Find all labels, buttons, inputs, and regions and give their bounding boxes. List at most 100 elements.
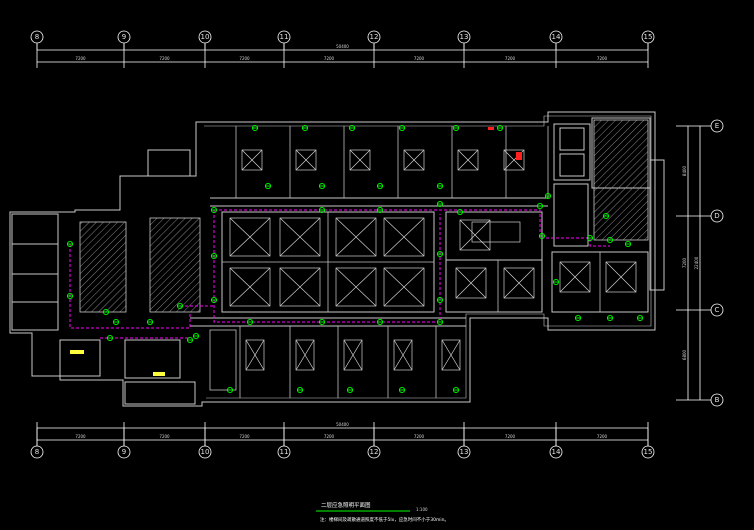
grid-column-label: 14: [552, 448, 561, 456]
service-room: [553, 183, 589, 247]
grid-column-label: 14: [552, 33, 561, 41]
light-panel-diagonal: [335, 217, 377, 257]
light-panel-diagonal: [457, 149, 479, 171]
grid-column-label: 9: [122, 448, 126, 456]
bottom-dim-total-label: 50400: [336, 422, 349, 427]
light-panel-diagonal: [343, 339, 363, 371]
light-panel: [295, 149, 317, 171]
bottom-dim-segment-label: 7200: [239, 434, 250, 439]
light-panel: [503, 267, 535, 299]
grid-row-label: E: [715, 122, 719, 130]
light-panel: [229, 217, 271, 257]
grid-column-label: 11: [280, 33, 289, 41]
light-panel: [335, 267, 377, 307]
light-panel-diagonal: [503, 267, 535, 299]
bottom-dim-segment-label: 7200: [159, 434, 170, 439]
light-panel-diagonal: [383, 217, 425, 257]
emergency-fixtures: [66, 124, 644, 394]
light-panel: [383, 267, 425, 307]
light-panel-diagonal: [279, 217, 321, 257]
bottom-dim-segment-label: 7200: [597, 434, 608, 439]
room-tag-1: [70, 350, 84, 354]
elevator-2: [559, 153, 585, 177]
light-panel: [383, 217, 425, 257]
light-panel: [245, 339, 265, 371]
grid-column-label: 13: [460, 448, 469, 456]
circuit-loop-conference: [213, 210, 441, 323]
light-panel-diagonal: [605, 261, 637, 293]
meeting-table: [471, 221, 521, 243]
grid-row-label: C: [715, 306, 720, 314]
emergency-circuit: [69, 209, 610, 339]
right-dim-total-label: 22400: [694, 256, 699, 269]
left-wing-room-4: [11, 301, 59, 331]
light-panel-diagonal: [441, 339, 461, 371]
light-panel-diagonal: [229, 267, 271, 307]
light-panel-diagonal: [241, 149, 263, 171]
light-panel: [459, 219, 491, 251]
light-panel: [349, 149, 371, 171]
grid-column-label: 10: [201, 448, 210, 456]
light-panel-diagonal: [393, 339, 413, 371]
circuit-upper-run: [214, 209, 610, 247]
hatch-shaft-left-2: [149, 217, 201, 313]
top-dim-total-label: 50400: [336, 44, 349, 49]
grid-column-label: 12: [370, 448, 379, 456]
drawing-scale: 1:100: [416, 507, 428, 512]
drawing-title: 二层应急照明平面图: [321, 501, 371, 509]
light-panel-diagonal: [383, 267, 425, 307]
drawing-note: 注：楼梯间及疏散通道照度不低于5lx，应急时间不小于30min。: [320, 516, 449, 523]
light-panel: [393, 339, 413, 371]
bottom-dim-segment-label: 7200: [505, 434, 516, 439]
light-panel-diagonal: [335, 267, 377, 307]
light-panel-diagonal: [459, 219, 491, 251]
light-panel: [441, 339, 461, 371]
grid-column-label: 8: [35, 448, 39, 456]
top-dim-segment-label: 7200: [324, 56, 335, 61]
lower-left-room: [209, 329, 237, 391]
hatched-areas: [79, 119, 649, 313]
bottom-dim-segment-label: 7200: [414, 434, 425, 439]
light-panel: [229, 267, 271, 307]
top-dim-segment-label: 7200: [159, 56, 170, 61]
grid-column-label: 15: [644, 448, 653, 456]
room-tag-2: [153, 372, 165, 376]
light-panel-diagonal: [559, 261, 591, 293]
left-lower-room-2: [124, 381, 196, 405]
light-panel-diagonal: [455, 267, 487, 299]
light-panel-diagonal: [295, 339, 315, 371]
alarm-device: [488, 127, 522, 160]
light-panel: [343, 339, 363, 371]
alarm-marker-2: [488, 127, 494, 130]
elevator-core: [553, 123, 591, 181]
alarm-marker: [516, 152, 522, 160]
grid-layer: 50400 7200 7200 7200 7200 7200 7200 7200 50400 72…: [30, 30, 724, 459]
light-panel: [241, 149, 263, 171]
top-dim-segment-label: 7200: [505, 56, 516, 61]
outer-wall-inner: [204, 115, 652, 399]
light-panel-diagonal: [229, 217, 271, 257]
light-panel: [455, 267, 487, 299]
hatch-stair-right: [593, 119, 649, 241]
lounge-room: [445, 259, 543, 313]
top-dim-segment-label: 7200: [239, 56, 250, 61]
light-panel-diagonal: [349, 149, 371, 171]
top-dim-segment-label: 7200: [414, 56, 425, 61]
right-dim-segment-label: 7200: [682, 257, 687, 268]
light-panel-diagonal: [245, 339, 265, 371]
light-panel: [559, 261, 591, 293]
grid-column-label: 15: [644, 33, 653, 41]
grid-column-label: 12: [370, 33, 379, 41]
right-dim-segment-label: 6800: [682, 349, 687, 360]
grid-row-label: D: [714, 212, 719, 220]
light-panel: [503, 149, 525, 171]
light-panel: [279, 267, 321, 307]
bottom-dim-segment-label: 7200: [75, 434, 86, 439]
grid-column-label: 9: [122, 33, 126, 41]
light-panel-diagonal: [279, 267, 321, 307]
elevator-1: [559, 127, 585, 151]
bottom-dim-segment-label: 7200: [324, 434, 335, 439]
title-block: 二层应急照明平面图 1:100 注：楼梯间及疏散通道照度不低于5lx，应急时间不…: [316, 501, 449, 523]
grid-column-label: 10: [201, 33, 210, 41]
